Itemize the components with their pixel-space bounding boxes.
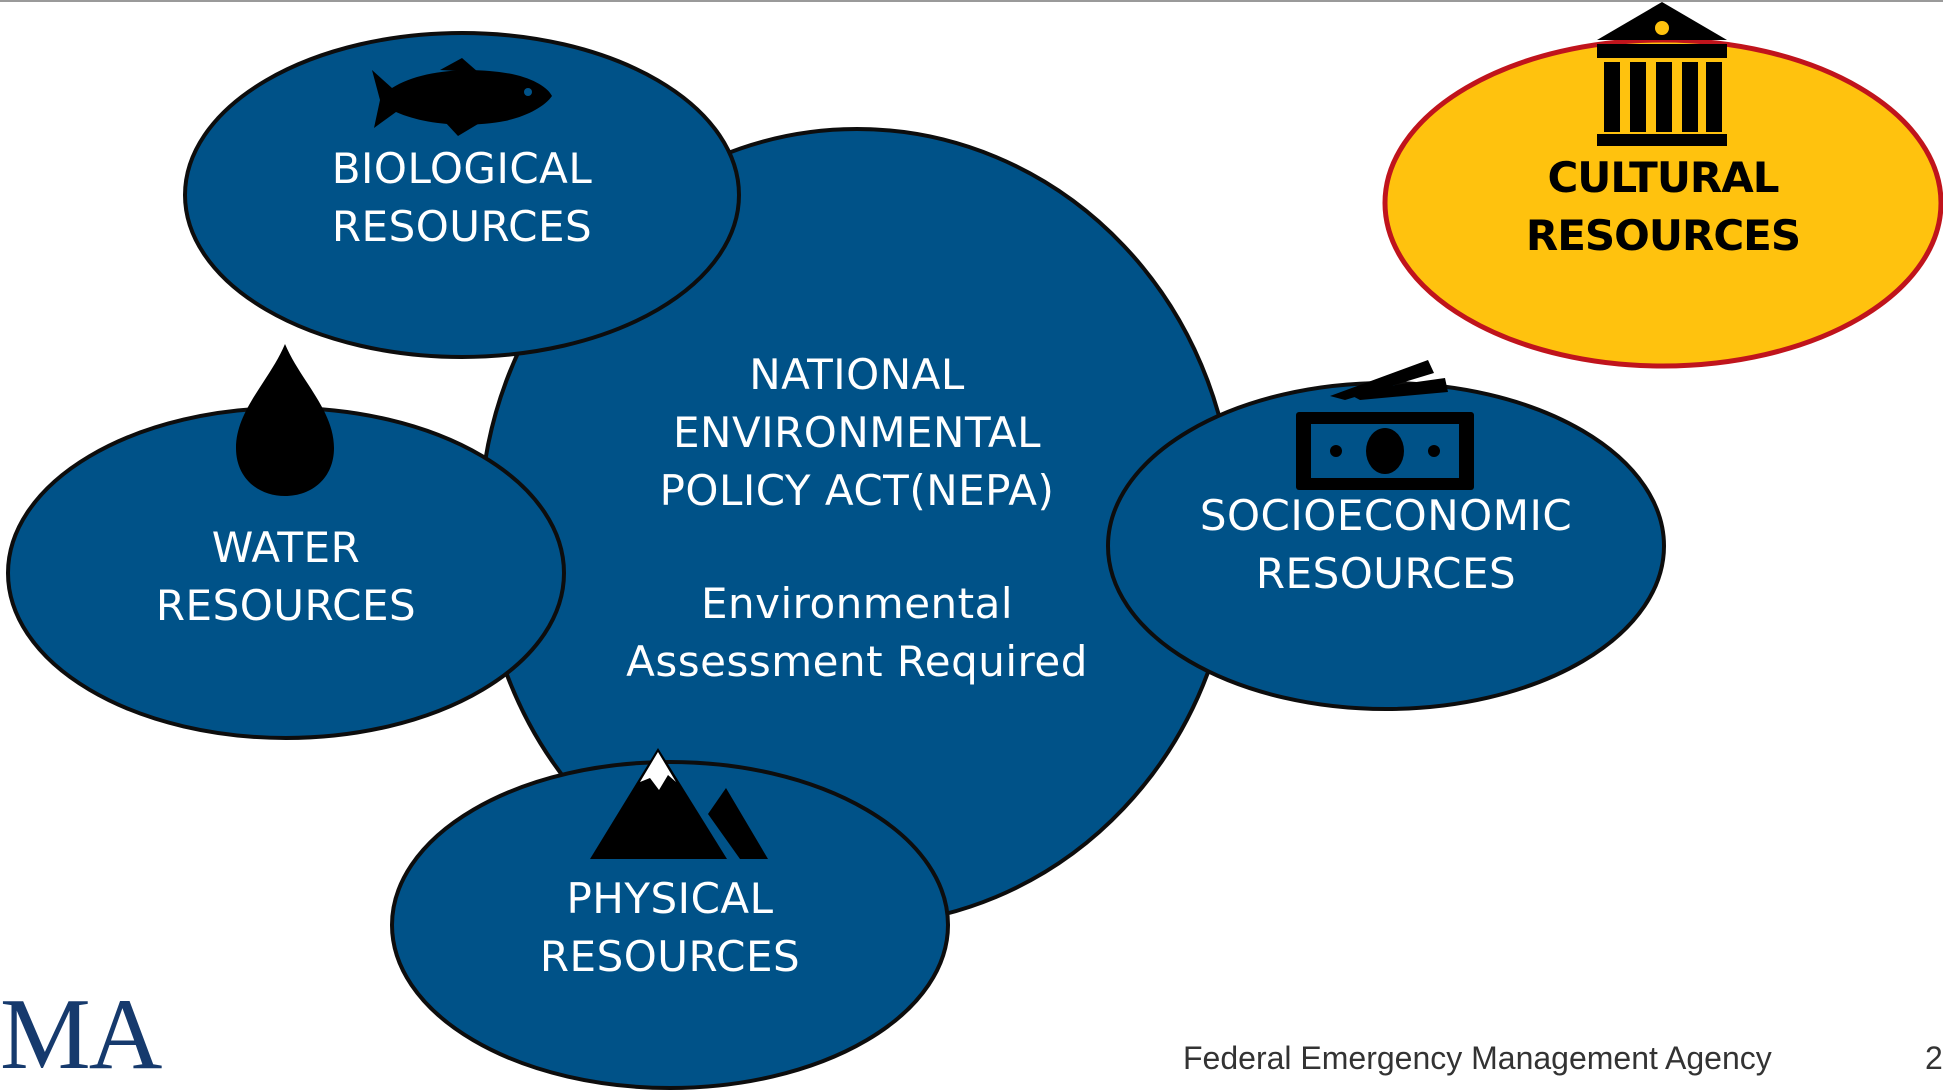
socioeconomic-resources-label: SOCIOECONOMIC RESOURCES: [1199, 491, 1573, 598]
nepa-subtitle: Environmental Assessment Required: [626, 579, 1088, 686]
top-divider: [0, 0, 1943, 2]
fish-icon: [372, 58, 552, 136]
water-resources-label: WATER RESOURCES: [155, 523, 417, 630]
logo-text: MA: [0, 978, 162, 1091]
money-icon: [1296, 360, 1474, 490]
nepa-title: NATIONAL ENVIRONMENTAL POLICY ACT(NEPA): [659, 350, 1055, 515]
mountain-icon: [590, 748, 768, 859]
biological-resources-bubble[interactable]: [183, 31, 741, 359]
museum-icon: [1597, 2, 1727, 146]
page-number: 2: [1925, 1040, 1943, 1076]
physical-resources-bubble[interactable]: [390, 760, 950, 1090]
biological-resources-label: BIOLOGICAL RESOURCES: [331, 144, 593, 251]
water-drop-icon: [236, 344, 334, 496]
cultural-resources-label: CULTURAL RESOURCES: [1525, 153, 1801, 260]
physical-resources-label: PHYSICAL RESOURCES: [539, 874, 801, 981]
footer-agency-name: Federal Emergency Management Agency: [1183, 1040, 1772, 1076]
